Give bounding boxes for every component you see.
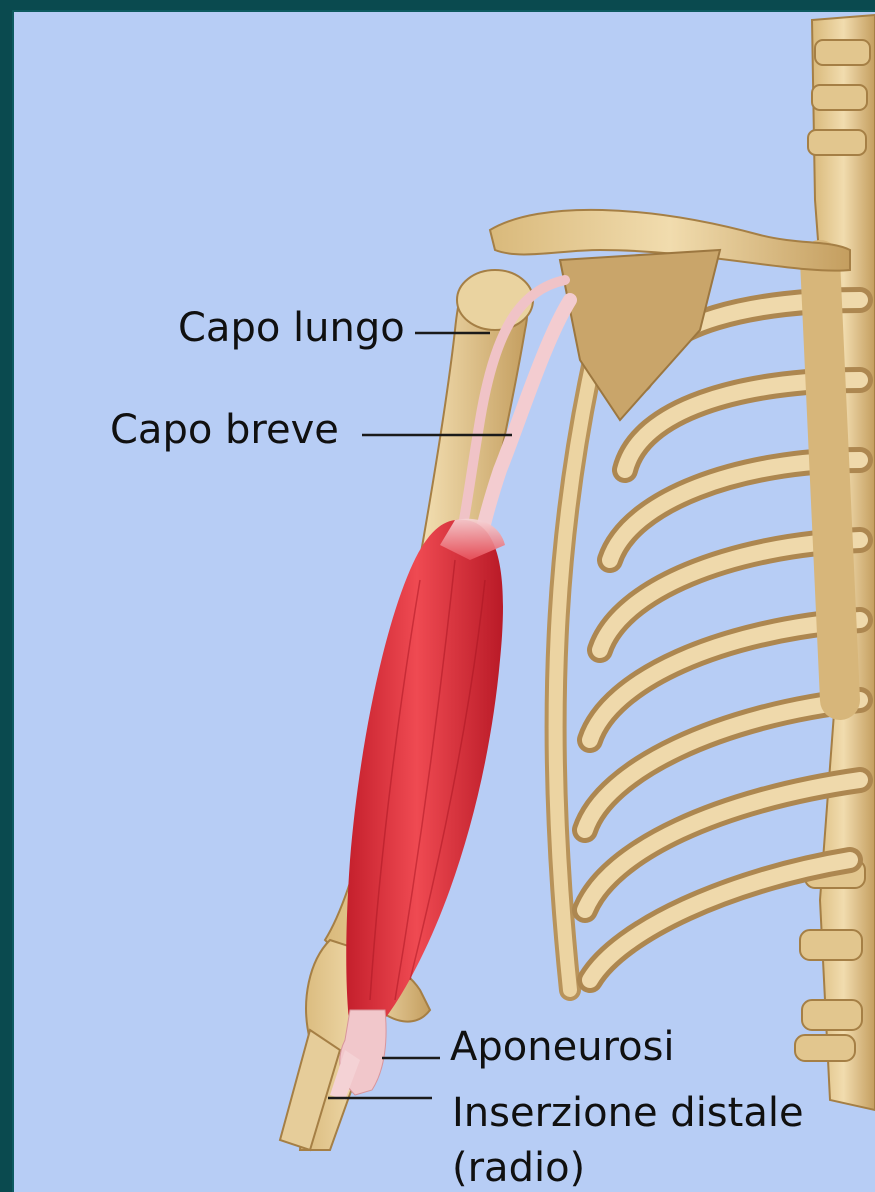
label-radio: (radio) xyxy=(452,1148,585,1188)
label-aponeurosi: Aponeurosi xyxy=(450,1027,675,1067)
label-inserzione-distale: Inserzione distale xyxy=(452,1093,804,1133)
label-capo-lungo: Capo lungo xyxy=(178,308,405,348)
biceps-muscle xyxy=(346,519,505,1030)
label-capo-breve: Capo breve xyxy=(110,410,339,450)
